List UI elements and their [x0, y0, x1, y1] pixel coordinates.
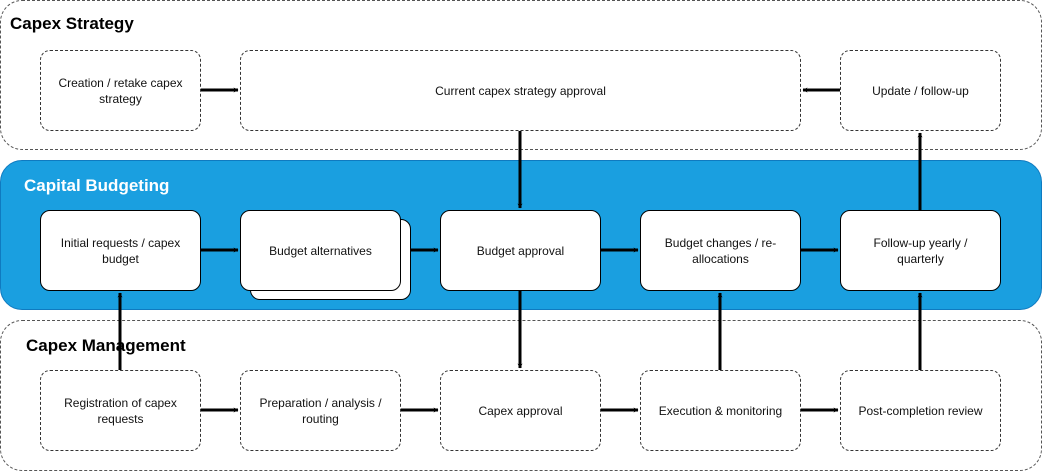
node-label: Creation / retake capex strategy: [58, 75, 183, 106]
node-current-capex-strategy-approval[interactable]: Current capex strategy approval: [240, 50, 801, 131]
node-label: Registration of capex requests: [64, 395, 177, 426]
lane-title-capex-strategy: Capex Strategy: [10, 14, 134, 33]
node-budget-approval[interactable]: Budget approval: [440, 210, 601, 291]
node-creation-retake-capex-strategy[interactable]: Creation / retake capex strategy: [40, 50, 201, 131]
node-preparation-analysis-routing[interactable]: Preparation / analysis / routing: [240, 370, 401, 451]
node-follow-up-yearly-quarterly[interactable]: Follow-up yearly / quarterly: [840, 210, 1001, 291]
node-update-follow-up[interactable]: Update / follow-up: [840, 50, 1001, 131]
node-execution-monitoring[interactable]: Execution & monitoring: [640, 370, 801, 451]
node-label: Budget alternatives: [269, 243, 372, 258]
node-label: Update / follow-up: [872, 83, 969, 98]
lane-title-capital-budgeting: Capital Budgeting: [24, 176, 170, 195]
node-label: Post-completion review: [858, 403, 983, 418]
node-label: Current capex strategy approval: [435, 83, 606, 98]
node-initial-requests-capex-budget[interactable]: Initial requests / capex budget: [40, 210, 201, 291]
node-label: Preparation / analysis / routing: [259, 395, 382, 426]
node-post-completion-review[interactable]: Post-completion review: [840, 370, 1001, 451]
node-budget-changes-re-allocations[interactable]: Budget changes / re-allocations: [640, 210, 801, 291]
node-registration-of-capex-requests[interactable]: Registration of capex requests: [40, 370, 201, 451]
node-capex-approval[interactable]: Capex approval: [440, 370, 601, 451]
node-budget-alternatives[interactable]: Budget alternatives: [240, 210, 401, 291]
lane-title-capex-management: Capex Management: [26, 336, 186, 355]
node-label: Capex approval: [478, 403, 563, 418]
node-label: Follow-up yearly / quarterly: [873, 235, 968, 266]
node-label: Execution & monitoring: [658, 403, 783, 418]
node-label: Budget changes / re-allocations: [664, 235, 777, 266]
node-label: Budget approval: [476, 243, 565, 258]
node-label: Initial requests / capex budget: [60, 235, 181, 266]
